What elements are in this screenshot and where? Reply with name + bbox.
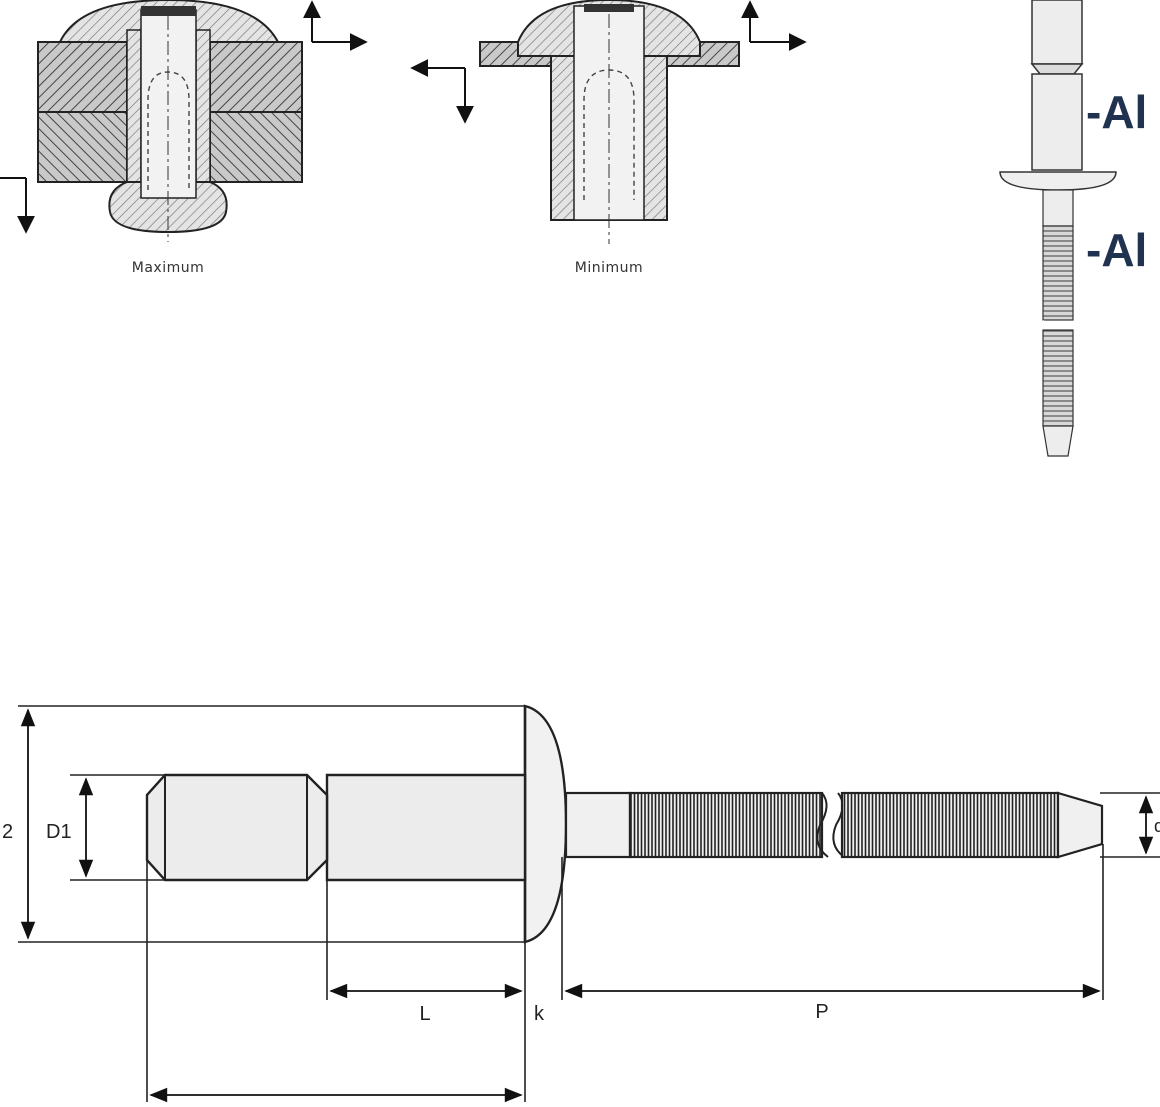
maximum-grip-section: Maximum (0, 0, 368, 276)
dimension-p-label: P (815, 1001, 828, 1023)
dimension-d1-label: D1 (46, 821, 72, 843)
minimum-caption: Minimum (575, 260, 643, 276)
maximum-caption: Maximum (132, 260, 204, 276)
minimum-grip-section: Minimum (410, 0, 807, 276)
dimension-l-label: L (419, 1003, 430, 1025)
upper-material-label: -Al (1086, 86, 1147, 138)
dimension-k-label: k (534, 1003, 545, 1025)
rivet-side-view: -Al -Al (999, 0, 1147, 457)
dimensioned-rivet-drawing: 2 D1 L k P d (2, 704, 1160, 1103)
dimension-d2-label: 2 (2, 821, 13, 843)
lower-material-label: -Al (1086, 224, 1147, 276)
dimension-d-label: d (1154, 816, 1160, 836)
